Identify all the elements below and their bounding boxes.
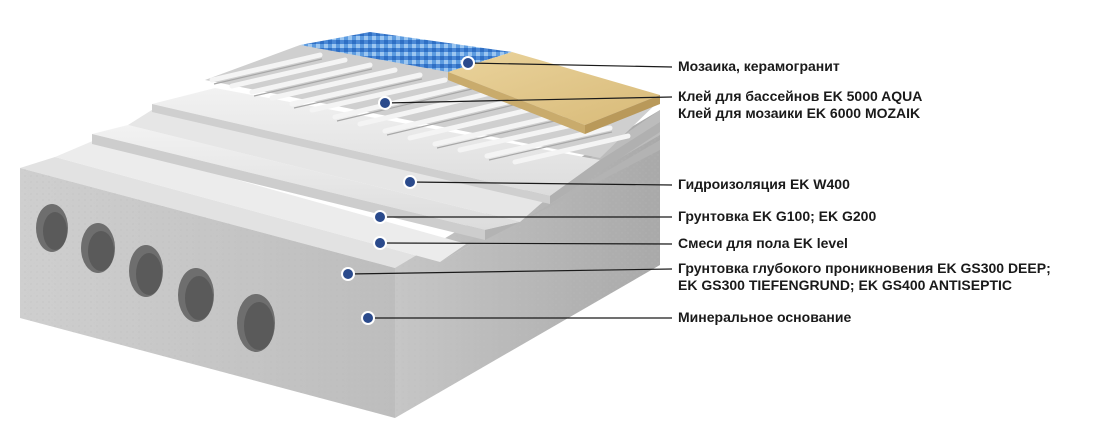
label-adhesive: Клей для бассейнов EK 5000 AQUA Клей для… bbox=[678, 88, 922, 122]
label-line: Грунтовка глубокого проникновения EK GS3… bbox=[678, 260, 1051, 276]
label-screed: Смеси для пола EK level bbox=[678, 235, 848, 252]
leader-line-deep-primer bbox=[347, 268, 673, 275]
leader-line-adhesive bbox=[384, 96, 673, 104]
label-line: Клей для мозаики EK 6000 MOZAIK bbox=[678, 105, 921, 121]
marker-dot-adhesive bbox=[380, 98, 390, 108]
screed-layer bbox=[92, 125, 660, 240]
primer-layer bbox=[128, 108, 545, 222]
label-waterproofing: Гидроизоляция EK W400 bbox=[678, 176, 850, 193]
label-line: Клей для бассейнов EK 5000 AQUA bbox=[678, 88, 923, 104]
mosaic-tiles bbox=[300, 32, 512, 72]
label-line: Смеси для пола EK level bbox=[678, 235, 848, 251]
label-line: Минеральное основание bbox=[678, 309, 852, 325]
label-line: EK GS300 TIEFENGRUND; EK GS400 ANTISEPTI… bbox=[678, 277, 1012, 293]
ceramic-tile bbox=[448, 52, 660, 125]
leader-line-mosaic bbox=[467, 62, 673, 68]
mineral-base-slab bbox=[20, 110, 660, 418]
label-primer: Грунтовка EK G100; EK G200 bbox=[678, 208, 876, 225]
layer-markers bbox=[341, 56, 475, 325]
marker-dot-deep-primer bbox=[343, 269, 353, 279]
leader-line-screed bbox=[379, 242, 673, 245]
tile-layer bbox=[300, 32, 660, 134]
label-mosaic: Мозаика, керамогранит bbox=[678, 58, 840, 75]
label-line: Мозаика, керамогранит bbox=[678, 58, 840, 74]
marker-dot-mosaic bbox=[463, 58, 473, 68]
label-line: Грунтовка EK G100; EK G200 bbox=[678, 208, 877, 224]
marker-dot-waterproofing bbox=[405, 177, 415, 187]
adhesive-ribs bbox=[209, 52, 631, 165]
marker-dot-primer bbox=[375, 212, 385, 222]
label-line: Гидроизоляция EK W400 bbox=[678, 176, 850, 192]
marker-dot-screed bbox=[375, 238, 385, 248]
label-deep-primer: Грунтовка глубокого проникновения EK GS3… bbox=[678, 260, 1051, 294]
label-base: Минеральное основание bbox=[678, 309, 851, 326]
leader-lines bbox=[347, 62, 673, 319]
marker-dot-base bbox=[363, 313, 373, 323]
leader-line-waterproofing bbox=[409, 181, 673, 186]
